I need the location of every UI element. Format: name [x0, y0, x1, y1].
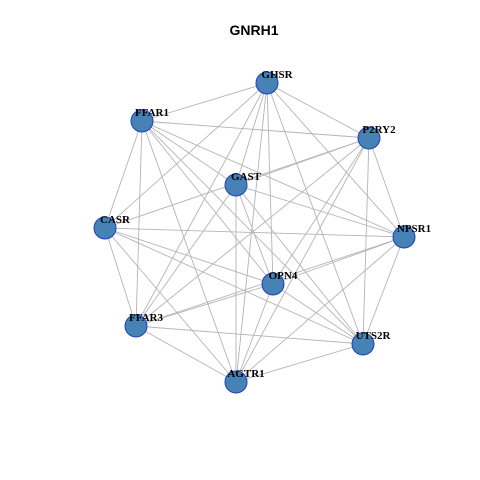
edge-uts2r-agtr1	[235, 343, 364, 383]
edge-ffar1-p2ry2	[141, 120, 370, 139]
edge-npsr1-agtr1	[235, 236, 405, 383]
node-ffar1[interactable]: FFAR1	[130, 107, 169, 133]
diagram-title: GNRH1	[229, 22, 278, 38]
node-casr[interactable]: CASR	[93, 214, 131, 240]
node-label: FFAR1	[135, 107, 169, 119]
node-label: CASR	[100, 214, 131, 226]
edge-gast-uts2r	[235, 184, 364, 345]
node-circle[interactable]	[261, 272, 285, 296]
edge-ghsr-opn4	[266, 82, 274, 285]
edge-ghsr-ffar3	[135, 82, 268, 327]
edge-ffar1-gast	[141, 120, 237, 186]
edge-npsr1-uts2r	[362, 236, 405, 345]
edge-casr-ffar3	[104, 227, 137, 327]
node-gast[interactable]: GAST	[224, 171, 262, 197]
node-opn4[interactable]: OPN4	[261, 270, 298, 296]
edge-ghsr-uts2r	[266, 82, 364, 345]
edge-p2ry2-uts2r	[362, 137, 370, 345]
edge-ffar3-agtr1	[135, 325, 237, 383]
edge-ffar1-ffar3	[135, 120, 143, 327]
edge-ffar1-casr	[104, 120, 143, 229]
edge-casr-uts2r	[104, 227, 364, 345]
edge-ghsr-casr	[104, 82, 268, 229]
node-label: AGTR1	[227, 368, 264, 380]
edge-opn4-ffar3	[135, 283, 274, 327]
node-label: FFAR3	[129, 312, 164, 324]
edge-p2ry2-agtr1	[235, 137, 370, 383]
edge-gast-ffar3	[135, 184, 237, 327]
node-label: NPSR1	[397, 223, 431, 235]
edge-casr-opn4	[104, 227, 274, 285]
edge-opn4-uts2r	[272, 283, 364, 345]
edge-p2ry2-npsr1	[368, 137, 405, 238]
node-circle[interactable]	[130, 109, 154, 133]
node-npsr1[interactable]: NPSR1	[392, 223, 431, 249]
node-ffar3[interactable]: FFAR3	[124, 312, 164, 338]
edge-opn4-agtr1	[235, 283, 274, 383]
node-uts2r[interactable]: UTS2R	[351, 330, 392, 356]
edge-ghsr-ffar1	[141, 82, 268, 122]
edge-p2ry2-gast	[235, 137, 370, 186]
edge-ghsr-npsr1	[266, 82, 405, 238]
edge-ghsr-gast	[235, 82, 268, 186]
node-label: P2RY2	[362, 124, 396, 136]
node-circle[interactable]	[224, 173, 248, 197]
node-p2ry2[interactable]: P2RY2	[357, 124, 396, 150]
edge-casr-agtr1	[104, 227, 237, 383]
node-label: GHSR	[261, 69, 293, 81]
node-ghsr[interactable]: GHSR	[255, 69, 294, 95]
node-label: GAST	[231, 171, 262, 183]
node-label: OPN4	[269, 270, 298, 282]
edge-npsr1-opn4	[272, 236, 405, 285]
node-circle[interactable]	[392, 225, 416, 249]
node-circle[interactable]	[255, 71, 279, 95]
node-circle[interactable]	[351, 332, 375, 356]
edge-gast-npsr1	[235, 184, 405, 238]
edge-ghsr-p2ry2	[266, 82, 370, 139]
node-circle[interactable]	[224, 370, 248, 394]
node-agtr1[interactable]: AGTR1	[224, 368, 265, 394]
edge-ffar3-uts2r	[135, 325, 364, 345]
edge-gast-opn4	[235, 184, 274, 285]
edge-ffar1-npsr1	[141, 120, 405, 238]
edge-casr-npsr1	[104, 227, 405, 238]
node-circle[interactable]	[357, 126, 381, 150]
node-circle[interactable]	[93, 216, 117, 240]
edge-ffar1-opn4	[141, 120, 274, 285]
node-circle[interactable]	[124, 314, 148, 338]
node-label: UTS2R	[356, 330, 392, 342]
